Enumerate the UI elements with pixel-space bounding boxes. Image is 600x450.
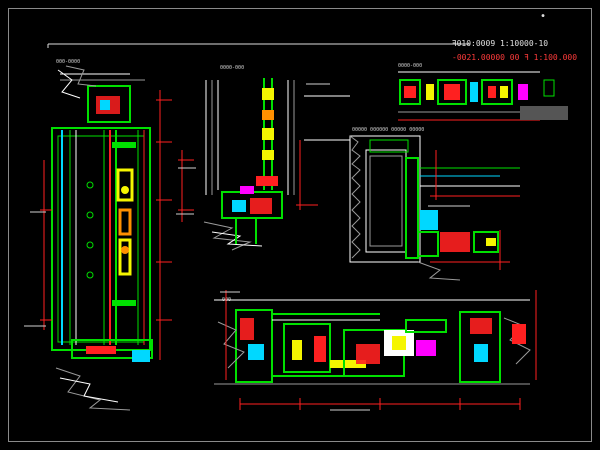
detail-e-horizontal-section <box>214 290 537 410</box>
detail-a-vertical-section <box>40 65 172 411</box>
detail-c-caption: 00000 000000 00000 00000 <box>352 127 425 133</box>
corner-marker: ∙ <box>540 11 547 22</box>
detail-c-window-section <box>349 135 520 281</box>
detail-d-caption: 0000-000 <box>398 63 423 69</box>
detail-d-horizontal-section <box>398 71 568 121</box>
detail-b-caption: 0000-000 <box>220 65 245 71</box>
title-block: ꟻ010:0009 1:10000-10 -0021.00000 00 ꟻ 1:… <box>452 38 584 76</box>
title-line-1: ꟻ010:0009 1:10000-10 <box>452 39 549 48</box>
drawing-border <box>8 8 592 442</box>
annotation-leaders <box>24 83 470 411</box>
title-line-2: -0021.00000 00 ꟻ 1:100.000 <box>452 53 578 62</box>
detail-a-caption: 000-0000 <box>56 59 81 65</box>
detail-b-vertical-profile <box>178 78 350 251</box>
